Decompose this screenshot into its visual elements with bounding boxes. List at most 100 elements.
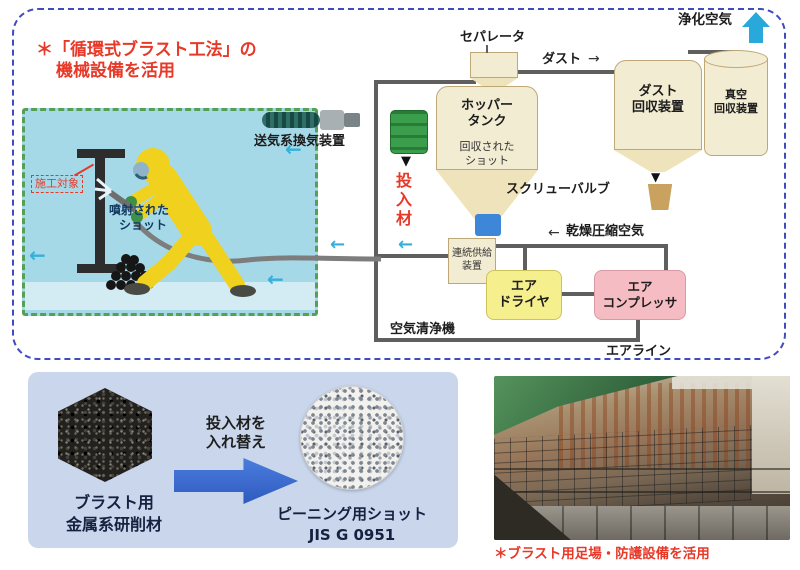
flow-arrow-icon: ← — [285, 137, 302, 161]
air-compressor-box — [594, 270, 686, 320]
air-compressor-line1: エア — [627, 279, 653, 294]
sprayed-shot-line1: 噴射された — [109, 203, 170, 217]
worker-illustration — [94, 148, 382, 297]
recovered-shot-line2: ショット — [465, 153, 509, 167]
air-dryer-line2: ドライヤ — [498, 295, 550, 311]
flow-arrow-icon: ← — [267, 267, 284, 291]
dust-bucket — [647, 184, 673, 210]
peening-shot-image — [300, 386, 404, 490]
supply-pipe — [378, 254, 450, 258]
vacuum-recovery-label: 真空 回収装置 — [704, 88, 768, 116]
abrasive-grit-label: ブラスト用 金属系研削材 — [14, 492, 214, 535]
air-compressor-line2: コンプレッサ — [602, 294, 678, 310]
separator-funnel — [470, 78, 518, 88]
photo-caption: ＊ブラスト用足場・防護設備を活用 — [494, 546, 710, 562]
dust-collector-body — [614, 60, 702, 150]
material-swap-panel: ブラスト用 金属系研削材 投入材を 入れ替え ピーニング用ショット JIS G … — [28, 372, 458, 548]
dry-air-manifold-pipe — [494, 244, 668, 248]
swap-label-line1: 投入材を — [205, 414, 266, 432]
ventilation-label: 送気系換気装置 — [254, 134, 346, 149]
dust-label: ダスト — [542, 52, 582, 67]
ventilation-tip-icon — [344, 113, 360, 127]
purified-air-label: 浄化空気 — [678, 12, 732, 28]
construction-target-label: 施工対象 — [31, 175, 83, 193]
dust-collector-label: ダスト 回収装置 — [614, 84, 702, 117]
steel-beam-bottom-flange — [77, 264, 125, 273]
compressor-riser-pipe — [664, 244, 668, 272]
abrasive-label-line2: 金属系研削材 — [65, 514, 162, 534]
scene-floor — [25, 282, 315, 310]
peening-label-line1: ピーニング用ショット — [276, 505, 427, 523]
abrasive-label-line1: ブラスト用 — [74, 493, 154, 512]
blast-hose — [133, 219, 382, 264]
dry-air-label: 乾燥圧縮空気 — [566, 224, 645, 239]
flow-arrow-icon: ← — [398, 234, 414, 255]
input-material-canister — [390, 110, 428, 154]
continuous-feeder-label: 連続供給 装置 — [448, 248, 496, 273]
photo-pier — [751, 376, 790, 495]
vacuum-recovery-body — [704, 58, 768, 156]
air-dryer-box — [486, 270, 562, 320]
dust-pipe — [516, 70, 642, 74]
compressor-drop-pipe — [636, 318, 640, 340]
diagram-note: ＊「循環式ブラスト工法」の 機械設備を活用 — [36, 40, 257, 83]
down-arrow-icon: ▼ — [651, 170, 661, 184]
swap-arrow-label: 投入材を 入れ替え — [178, 414, 294, 452]
peening-label-line2: JIS G 0951 — [308, 526, 396, 544]
sprayed-shot-label: 噴射された ショット — [109, 203, 169, 233]
dust-collector-line2: 回収装置 — [631, 100, 684, 116]
input-material-label: 投入材 — [393, 172, 412, 229]
hopper-tank-label: ホッパー タンク — [436, 98, 538, 131]
peening-shot-label: ピーニング用ショット JIS G 0951 — [246, 504, 458, 546]
work-scene: 施工対象 噴射された ショット — [22, 108, 382, 316]
swap-label-line2: 入れ替え — [205, 432, 266, 451]
photo-sky-sliver — [671, 376, 752, 390]
air-purifier-label: 空気清浄機 — [390, 322, 456, 337]
sprayed-shot-line2: ショット — [119, 218, 168, 232]
screw-valve-box — [475, 214, 501, 236]
air-line-label: エアライン — [606, 344, 672, 359]
ventilation-hose-icon — [262, 112, 320, 128]
separator-label: セパレータ — [460, 30, 526, 45]
dryer-riser-pipe — [523, 244, 527, 272]
ventilation-connector-icon — [320, 110, 344, 130]
dry-air-arrow-icon: ← — [548, 225, 560, 241]
air-dryer-line1: エア — [510, 279, 537, 294]
screw-valve-label: スクリューバルブ — [506, 182, 610, 197]
separator-box — [470, 52, 518, 78]
blast-nozzle — [108, 190, 136, 212]
steel-beam-web — [95, 158, 105, 264]
vacuum-recovery-top — [704, 50, 768, 68]
purified-air-arrow-icon — [742, 12, 770, 27]
recovered-shot-label: 回収された ショット — [436, 140, 538, 168]
recovered-shot-line1: 回収された — [459, 140, 515, 153]
flow-arrow-icon: ← — [330, 234, 346, 255]
construction-target-pointer — [73, 163, 95, 177]
hopper-label-line1: ホッパー — [460, 98, 513, 113]
photo-rail — [494, 467, 790, 470]
feeder-label-line1: 連続供給 — [452, 248, 492, 259]
photo-rail — [494, 490, 790, 493]
steel-beam-top-flange — [77, 149, 125, 158]
recovery-riser-pipe — [374, 80, 378, 342]
air-dryer-label: エア ドライヤ — [486, 279, 562, 312]
abrasive-grit-image — [58, 388, 152, 482]
hopper-tank-body — [436, 86, 538, 170]
air-compressor-label: エア コンプレッサ — [594, 279, 686, 310]
vacuum-line2: 回収装置 — [714, 101, 758, 115]
diagram-note-line2: 機械設備を活用 — [56, 61, 175, 82]
diagram-note-line1: ＊「循環式ブラスト工法」の — [36, 40, 257, 60]
hopper-label-line2: タンク — [467, 114, 507, 130]
dust-collector-line1: ダスト — [638, 84, 678, 99]
vacuum-line1: 真空 — [725, 88, 747, 101]
feeder-label-line2: 装置 — [462, 260, 482, 272]
dust-arrow-icon: → — [588, 51, 600, 67]
blast-spray — [94, 177, 112, 201]
down-arrow-icon: ▼ — [401, 154, 411, 169]
recovery-top-pipe — [374, 80, 476, 84]
separator-pointer — [486, 45, 488, 53]
air-line-pipe — [374, 338, 640, 342]
flow-arrow-icon: ← — [29, 243, 46, 267]
diagram-dashed-frame — [12, 8, 786, 360]
